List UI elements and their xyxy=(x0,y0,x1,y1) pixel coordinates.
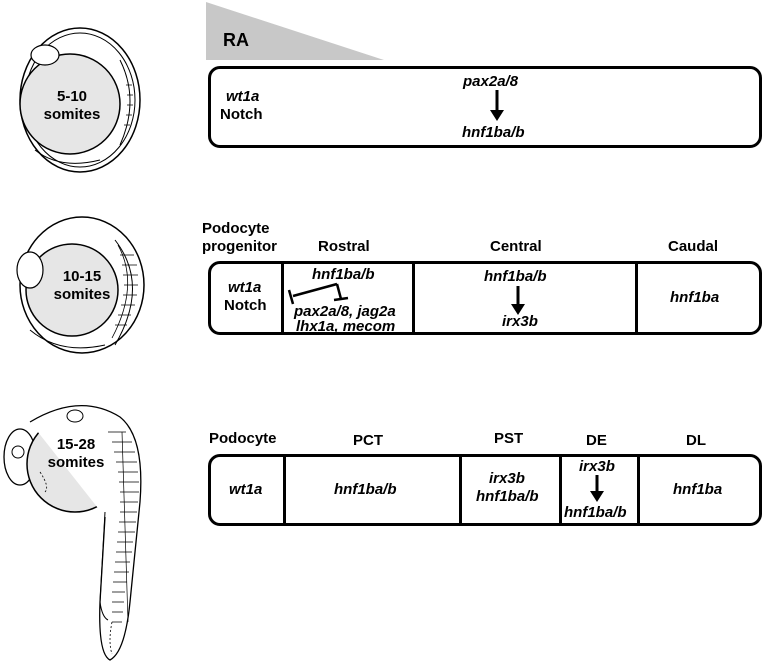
stage-3-pst-irx3b: irx3b xyxy=(489,470,525,487)
somite-count: 10-15 somites xyxy=(53,268,111,303)
stage-3-pronephros-box xyxy=(208,454,762,526)
embryo-15-28-somites-illustration xyxy=(3,404,142,661)
stage-2-header-rostral: Rostral xyxy=(318,238,370,255)
stage-3-divider-4 xyxy=(637,454,640,526)
stage-1-notch: Notch xyxy=(220,106,263,123)
stage-2-divider-3 xyxy=(635,261,638,335)
somite-count: 5-10 somites xyxy=(43,88,101,123)
stage-3-dl-hnf1ba: hnf1ba xyxy=(673,481,723,498)
stage-1-wt1a: wt1a xyxy=(226,88,260,105)
stage-1-pronephros-box xyxy=(208,66,762,148)
stage-3-divider-2 xyxy=(459,454,462,526)
stage-2-rostral-hnf1bab: hnf1ba/b xyxy=(312,266,375,283)
stage-2-rostral-genes-1: pax2a/8, jag2a xyxy=(294,303,396,320)
stage-3-podocyte-wt1a: wt1a xyxy=(229,481,263,498)
embryo-5-10-somites-illustration xyxy=(19,27,141,173)
stage-2-caudal-hnf1ba: hnf1ba xyxy=(670,289,720,306)
stage-2-divider-2 xyxy=(412,261,415,335)
stage-3-header-pct: PCT xyxy=(353,432,383,449)
stage-1-arrow xyxy=(490,90,504,121)
stage-2-wt1a: wt1a xyxy=(228,279,262,296)
stage-3-header-dl: DL xyxy=(686,432,706,449)
stage-2-header-central: Central xyxy=(490,238,542,255)
embryo-10-15-somites-illustration xyxy=(16,216,145,354)
stage-2-notch: Notch xyxy=(224,297,267,314)
stage-3-header-podocyte: Podocyte xyxy=(209,430,277,447)
stage-3-pct-hnf1bab: hnf1ba/b xyxy=(334,481,397,498)
stage-2-header-caudal: Caudal xyxy=(668,238,719,255)
stage-2-divider-1 xyxy=(281,261,284,335)
stage-3-header-de: DE xyxy=(586,432,607,449)
stage-3-pst-hnf1bab: hnf1ba/b xyxy=(476,488,539,505)
embryo-2-somite-label: 10-15 somites xyxy=(42,268,122,304)
stage-1-pax2a8: pax2a/8 xyxy=(463,73,519,90)
stage-2-central-irx3b: irx3b xyxy=(502,313,538,330)
ra-gradient-triangle xyxy=(206,2,384,60)
stage-2-pronephros-box xyxy=(208,261,762,335)
stage-2-central-arrow xyxy=(511,286,525,315)
stage-2-central-hnf1bab: hnf1ba/b xyxy=(484,268,547,285)
stage-3-de-hnf1bab: hnf1ba/b xyxy=(564,504,627,521)
stage-1-hnf1bab: hnf1ba/b xyxy=(462,124,525,141)
stage-2-header-podocyte-progenitor: Podocyte progenitor xyxy=(202,220,277,255)
stage-3-de-irx3b: irx3b xyxy=(579,458,615,475)
stage-3-divider-1 xyxy=(283,454,286,526)
somite-count: 15-28 somites xyxy=(47,436,105,471)
embryo-3-somite-label: 15-28 somites xyxy=(36,436,116,472)
stage-2-inhibition-arrows xyxy=(287,282,349,305)
embryo-1-somite-label: 5-10 somites xyxy=(35,88,109,124)
stage-3-de-arrow xyxy=(590,475,604,502)
stage-2-rostral-genes-2: lhx1a, mecom xyxy=(296,318,396,335)
stage-3-header-pst: PST xyxy=(494,430,524,447)
stage-3-divider-3 xyxy=(559,454,562,526)
ra-label: RA xyxy=(223,30,249,50)
